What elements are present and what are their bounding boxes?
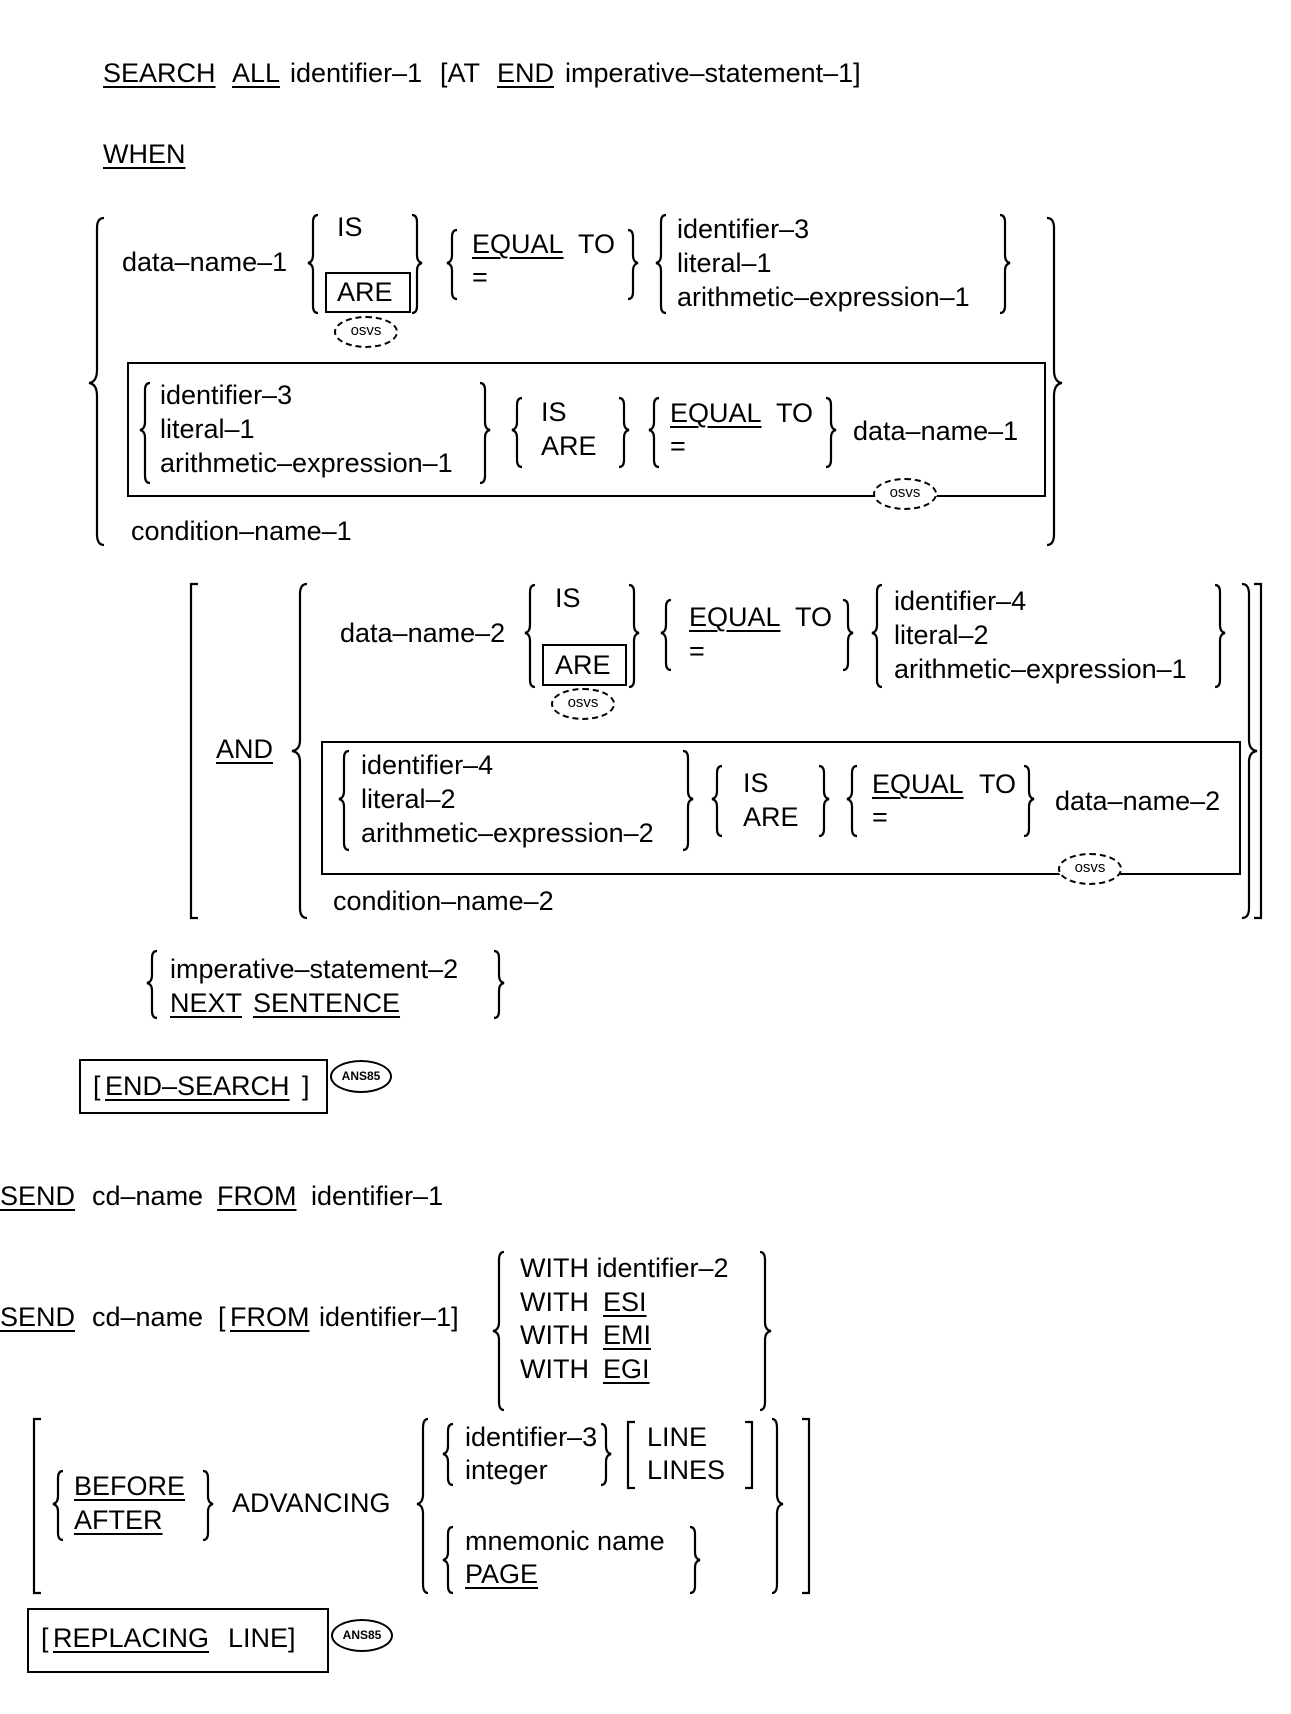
identifier-1-send: identifier–1 xyxy=(311,1181,444,1211)
with-emi-label: WITH xyxy=(520,1320,589,1350)
integer: integer xyxy=(465,1455,548,1485)
identifier-3-send: identifier–3 xyxy=(465,1422,598,1452)
search-identifier: identifier–1 xyxy=(290,58,423,88)
kw-page: PAGE xyxy=(465,1559,539,1589)
equal-1: EQUAL xyxy=(472,229,564,259)
identifier-3-b: identifier–3 xyxy=(160,380,293,410)
end-search-close: ] xyxy=(302,1071,310,1101)
literal-1-b: literal–1 xyxy=(160,414,255,444)
to-1b: TO xyxy=(776,398,814,428)
identifier-4-b: identifier–4 xyxy=(361,750,494,780)
data-name-2: data–name–2 xyxy=(340,618,506,648)
arith-2: arithmetic–expression–2 xyxy=(361,818,654,848)
kw-emi: EMI xyxy=(603,1320,652,1350)
line: LINE xyxy=(647,1422,708,1452)
imperative-1: imperative–statement–1] xyxy=(565,58,861,88)
are-2: ARE xyxy=(555,650,611,680)
osvs-badge-1: osvs xyxy=(334,316,398,348)
is-2b: IS xyxy=(743,768,769,798)
kw-when: WHEN xyxy=(103,139,186,169)
kw-esi: ESI xyxy=(603,1287,647,1317)
kw-from-1: FROM xyxy=(217,1181,297,1211)
osvs-badge-4: osvs xyxy=(1058,853,1122,885)
kw-sentence: SENTENCE xyxy=(253,988,401,1018)
data-name-2-b: data–name–2 xyxy=(1055,786,1221,816)
end-search: END–SEARCH xyxy=(105,1071,290,1101)
to-2b: TO xyxy=(979,769,1017,799)
from-open: [ xyxy=(218,1302,226,1332)
replacing-line-box: [ REPLACING LINE] xyxy=(27,1608,329,1673)
end-search-open: [ xyxy=(93,1071,101,1101)
to-2: TO xyxy=(795,602,833,632)
are-1b: ARE xyxy=(541,431,597,461)
kw-egi: EGI xyxy=(603,1354,650,1384)
end-search-box: [ END–SEARCH ] xyxy=(79,1059,328,1114)
kw-from-2: FROM xyxy=(230,1302,310,1332)
identifier-1-close: identifier–1] xyxy=(319,1302,459,1332)
literal-2-b: literal–2 xyxy=(361,784,456,814)
equal-1b: EQUAL xyxy=(670,398,762,428)
is-1: IS xyxy=(337,212,363,242)
literal-1: literal–1 xyxy=(677,248,772,278)
arith-1: arithmetic–expression–1 xyxy=(677,282,970,312)
kw-replacing: REPLACING xyxy=(53,1623,210,1653)
equal-2b: EQUAL xyxy=(872,769,964,799)
is-2: IS xyxy=(555,583,581,613)
kw-send-1: SEND xyxy=(0,1181,76,1211)
lines: LINES xyxy=(647,1455,726,1485)
identifier-4: identifier–4 xyxy=(894,586,1027,616)
kw-search: SEARCH xyxy=(103,58,216,88)
osvs-badge-3: osvs xyxy=(551,688,615,720)
to-1: TO xyxy=(578,229,616,259)
cd-name-2: cd–name xyxy=(92,1302,204,1332)
kw-next: NEXT xyxy=(170,988,243,1018)
eq-1: = xyxy=(472,262,488,292)
kw-end: END xyxy=(497,58,555,88)
kw-before: BEFORE xyxy=(74,1471,186,1501)
line-close: LINE] xyxy=(228,1623,296,1653)
eq-2b: = xyxy=(872,802,888,832)
identifier-3: identifier–3 xyxy=(677,214,810,244)
with-identifier-2: WITH identifier–2 xyxy=(520,1253,729,1283)
arith-1-c: arithmetic–expression–1 xyxy=(894,654,1187,684)
at-open: [AT xyxy=(440,58,480,88)
kw-after: AFTER xyxy=(74,1505,163,1535)
mnemonic-name: mnemonic name xyxy=(465,1526,665,1556)
kw-advancing: ADVANCING xyxy=(232,1488,391,1518)
condition-name-2: condition–name–2 xyxy=(333,886,554,916)
are-box-2: ARE xyxy=(542,644,627,686)
replacing-open: [ xyxy=(41,1623,49,1653)
are-2b: ARE xyxy=(743,802,799,832)
cd-name-1: cd–name xyxy=(92,1181,204,1211)
is-1b: IS xyxy=(541,397,567,427)
kw-and: AND xyxy=(216,734,274,764)
data-name-1-b: data–name–1 xyxy=(853,416,1019,446)
osvs-box-1 xyxy=(127,362,1046,497)
eq-1b: = xyxy=(670,431,686,461)
condition-name-1: condition–name–1 xyxy=(131,516,352,546)
kw-all: ALL xyxy=(232,58,281,88)
kw-send-2: SEND xyxy=(0,1302,76,1332)
eq-2: = xyxy=(689,636,705,666)
osvs-badge-2: osvs xyxy=(873,478,937,510)
data-name-1: data–name–1 xyxy=(122,247,288,277)
are-box-1: ARE xyxy=(325,272,411,313)
equal-2: EQUAL xyxy=(689,602,781,632)
literal-2: literal–2 xyxy=(894,620,989,650)
ans85-badge-2: ANS85 xyxy=(331,1619,393,1652)
are-1: ARE xyxy=(337,277,393,307)
with-egi-label: WITH xyxy=(520,1354,589,1384)
arith-1-b: arithmetic–expression–1 xyxy=(160,448,453,478)
osvs-box-2 xyxy=(321,741,1241,875)
ans85-badge-1: ANS85 xyxy=(330,1060,392,1093)
with-esi-label: WITH xyxy=(520,1287,589,1317)
imperative-2: imperative–statement–2 xyxy=(170,954,459,984)
